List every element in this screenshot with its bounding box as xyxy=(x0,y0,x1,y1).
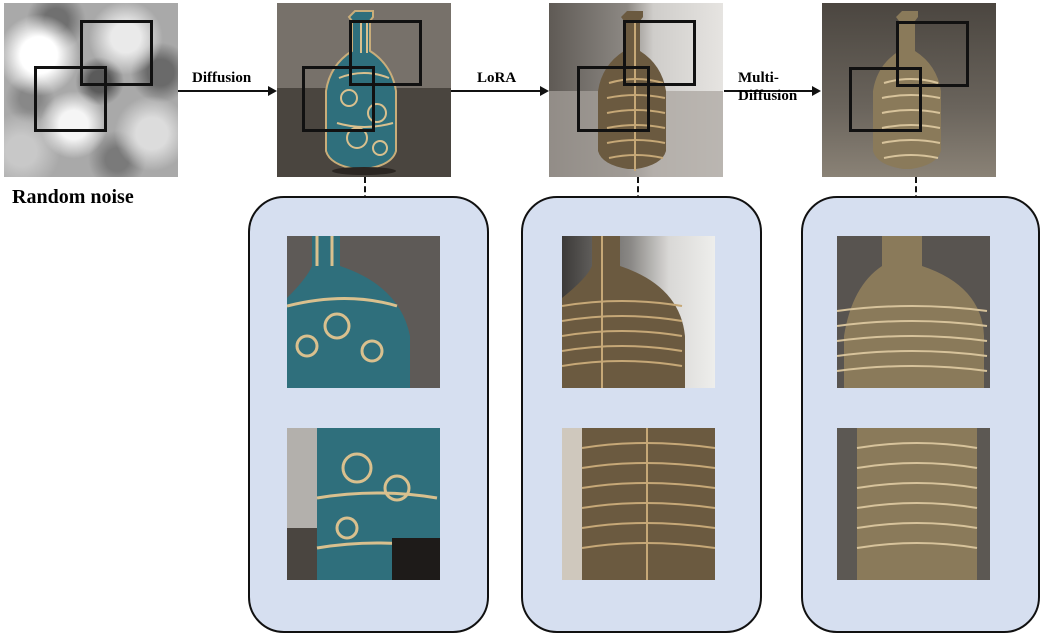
random-noise-image xyxy=(4,3,178,177)
multidiffusion-label-line2: Diffusion xyxy=(738,88,798,104)
lora-label: LoRA xyxy=(477,70,517,86)
crop-window-top xyxy=(349,20,422,86)
crop-window-top xyxy=(80,20,153,86)
multidiffusion-label-line1: Multi- xyxy=(738,70,779,86)
diffusion-label: Diffusion xyxy=(192,70,252,86)
diffusion-crop-top xyxy=(287,236,440,388)
diffusion-vase-image xyxy=(277,3,451,177)
arrow-diffusion xyxy=(178,86,277,96)
crop-window-bottom xyxy=(34,66,107,132)
crop-window-bottom xyxy=(577,66,650,132)
crop-window-top xyxy=(896,21,969,87)
multidiffusion-label: Multi- Diffusion xyxy=(738,69,797,105)
lora-crop-bottom xyxy=(562,428,715,580)
crop-window-bottom xyxy=(849,67,922,132)
lora-crop-top xyxy=(562,236,715,388)
crop-window-top xyxy=(623,20,696,86)
crop-window-bottom xyxy=(302,66,375,132)
multidiffusion-crop-bottom xyxy=(837,428,990,580)
multidiffusion-crop-top xyxy=(837,236,990,388)
diffusion-crop-bottom xyxy=(287,428,440,580)
arrow-multidiffusion xyxy=(724,86,821,96)
random-noise-label: Random noise xyxy=(12,186,134,208)
arrow-lora xyxy=(451,86,549,96)
